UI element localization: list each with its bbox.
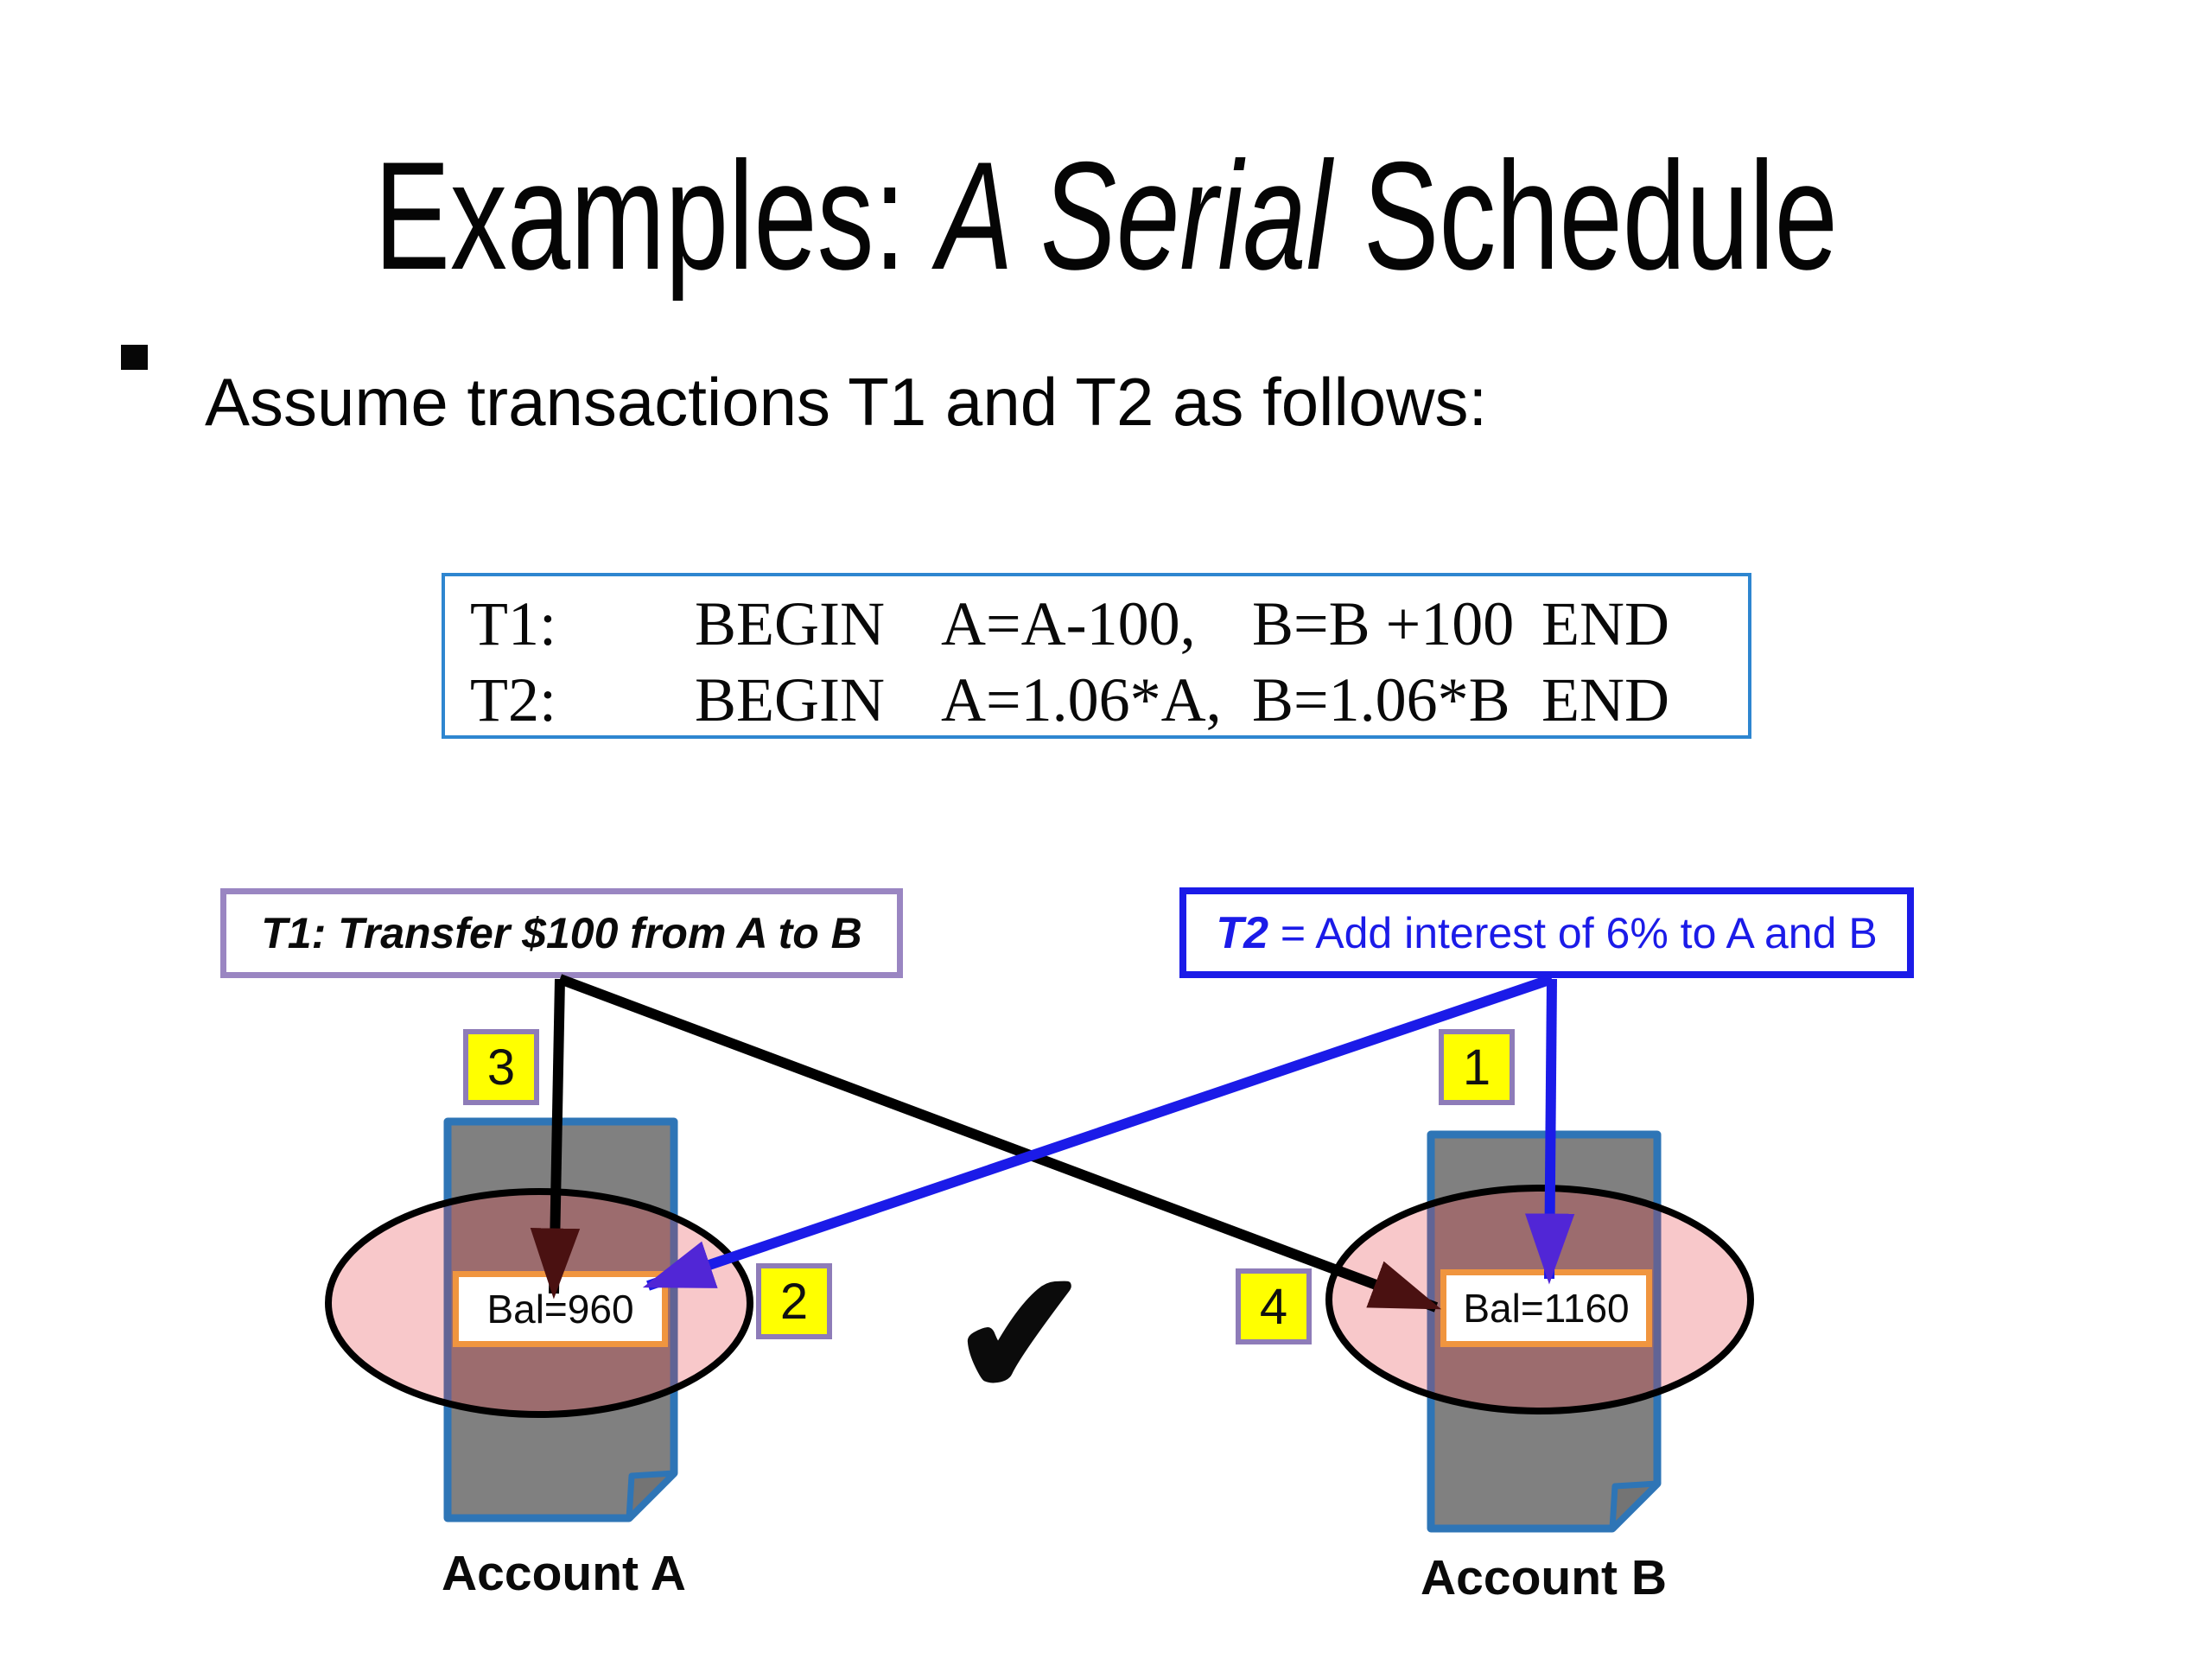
step-badge-4-number: 4	[1259, 1278, 1288, 1335]
step-badge-3-number: 3	[486, 1039, 516, 1096]
title-suffix: Schedule	[1332, 130, 1838, 302]
t2-end: END	[1541, 665, 1669, 734]
t1-description-text: T1: Transfer $100 from A to B	[261, 909, 862, 957]
t1-expr2: B=B +100	[1252, 589, 1515, 658]
transaction-code-box: T1: BEGIN A=A-100, B=B +100 END T2: BEGI…	[442, 573, 1751, 739]
bullet-square-icon	[121, 345, 148, 370]
bullet-text: Assume transactions T1 and T2 as follows…	[205, 364, 1488, 440]
step-badge-1-number: 1	[1462, 1039, 1491, 1096]
account-b-label: Account B	[1421, 1550, 1667, 1605]
code-row-t1: T1: BEGIN A=A-100, B=B +100 END	[445, 588, 1748, 658]
step-badge-2: 2	[756, 1263, 832, 1339]
step-badge-2-number: 2	[779, 1273, 809, 1330]
account-a-label: Account A	[442, 1546, 686, 1601]
account-a-balance-text: Bal=960	[486, 1287, 634, 1332]
t1-to-account-a-arrow	[530, 978, 581, 1300]
t2-description-bold: T2	[1216, 907, 1268, 958]
title-italic-word: A Serial	[937, 130, 1332, 302]
account-a-document-fold	[626, 1470, 677, 1522]
t2-to-account-b-arrow	[1524, 978, 1575, 1285]
step-badge-4: 4	[1236, 1268, 1312, 1344]
title-prefix: Examples:	[374, 130, 938, 302]
t1-label: T1:	[470, 589, 556, 658]
t1-expr1: A=A-100,	[941, 589, 1196, 658]
t1-description-box: T1: Transfer $100 from A to B	[220, 888, 903, 978]
step-badge-3: 3	[463, 1029, 539, 1105]
account-a-balance: Bal=960	[453, 1271, 668, 1347]
account-b-document-fold	[1609, 1480, 1661, 1532]
step-badge-1: 1	[1439, 1029, 1515, 1105]
account-b-balance: Bal=1160	[1440, 1269, 1652, 1347]
t2-description-rest: = Add interest of 6% to A and B	[1268, 908, 1878, 957]
code-row-t2: T2: BEGIN A=1.06*A, B=1.06*B END	[445, 664, 1748, 734]
t2-to-account-a-arrow	[642, 974, 1554, 1291]
t2-begin: BEGIN	[695, 665, 885, 734]
t1-begin: BEGIN	[695, 589, 885, 658]
page-title: Examples: A Serial Schedule	[288, 131, 1924, 301]
t2-label: T2:	[470, 665, 556, 734]
t2-description-box: T2 = Add interest of 6% to A and B	[1179, 887, 1914, 978]
checkmark-icon: ✔	[944, 1236, 1098, 1434]
t1-end: END	[1541, 589, 1669, 658]
account-b-balance-text: Bal=1160	[1463, 1286, 1630, 1331]
t2-expr2: B=1.06*B	[1252, 665, 1510, 734]
t2-expr1: A=1.06*A,	[941, 665, 1222, 734]
